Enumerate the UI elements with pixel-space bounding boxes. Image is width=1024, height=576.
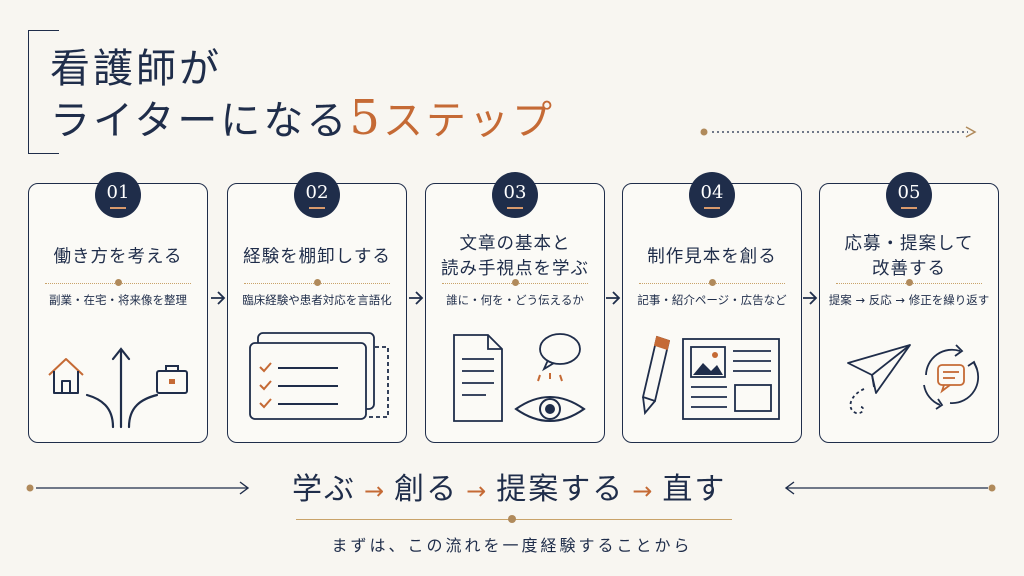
- step-subtitle: 副業・在宅・将来像を整理: [49, 293, 187, 307]
- title-line2-suffix: ステップ: [382, 98, 555, 144]
- flow-item: 創る: [394, 472, 459, 507]
- flow-arrow-left-line: [26, 481, 250, 495]
- checklist-cards-icon: [249, 332, 389, 420]
- step-title: 文章の基本と 読み手視点を学ぶ: [441, 234, 589, 279]
- footer-divider-dot: [508, 515, 516, 523]
- step-title: 働き方を考える: [53, 246, 183, 267]
- divider-dot: [511, 279, 519, 286]
- page-title-line1: 看護師が: [50, 46, 222, 92]
- page-title-line2: ライターになる5ステップ: [50, 88, 555, 146]
- arrow-right-icon: [803, 291, 818, 305]
- step-title: 経験を棚卸しする: [243, 246, 391, 267]
- divider-dot: [708, 279, 716, 286]
- flow-banner: 学ぶ→創る→提案する→直す: [0, 464, 1024, 512]
- step-title: 応募・提案して 改善する: [844, 234, 974, 279]
- flow-item: 直す: [662, 472, 727, 507]
- title-line2-prefix: ライターになる: [50, 98, 350, 144]
- arrow-right-icon: [211, 291, 226, 305]
- step-card-3: 03 文章の基本と 読み手視点を学ぶ 誰に・何を・どう伝えるか: [425, 172, 605, 443]
- article-layout-icon: [682, 338, 780, 420]
- step-card-1: 01 働き方を考える 副業・在宅・将来像を整理: [28, 172, 208, 443]
- briefcase-icon: [156, 365, 188, 394]
- step-card-4: 04 制作見本を創る 記事・紹介ページ・広告など: [622, 172, 802, 443]
- flow-arrow-right-line: [784, 481, 996, 495]
- flow-item: 学ぶ: [292, 472, 356, 507]
- divider-dot: [313, 279, 321, 286]
- step-number-badge: 03: [492, 172, 538, 218]
- step-number-badge: 02: [294, 172, 340, 218]
- flow-text: 学ぶ→創る→提案する→直す: [292, 464, 726, 508]
- step-number-badge: 05: [886, 172, 932, 218]
- step-number-badge: 01: [95, 172, 141, 218]
- title-number: 5: [349, 90, 383, 146]
- house-icon: [48, 358, 84, 394]
- cycle-chat-icon: [923, 344, 979, 410]
- step-card-2: 02 経験を棚卸しする 臨床経験や患者対応を言語化: [227, 172, 407, 443]
- step-subtitle: 記事・紹介ページ・広告など: [637, 293, 787, 307]
- step-title: 制作見本を創る: [647, 246, 777, 267]
- divider-dot: [905, 279, 913, 286]
- dotted-arrow-decoration: [700, 126, 977, 138]
- arrow-right-icon: [606, 291, 621, 305]
- step-subtitle: 臨床経験や患者対応を言語化: [242, 293, 392, 307]
- eye-icon: [514, 373, 586, 422]
- flow-arrow-icon: →: [364, 477, 387, 505]
- step-subtitle: 提案 → 反応 → 修正を繰り返す: [828, 293, 990, 307]
- step1-illustration: [48, 347, 188, 429]
- step5-illustration: [847, 344, 979, 415]
- step-number-badge: 04: [689, 172, 735, 218]
- footer-text: まずは、この流れを一度経験することから: [331, 536, 693, 555]
- branching-arrows-icon: [85, 347, 159, 429]
- paper-plane-icon: [847, 344, 911, 415]
- flow-item: 提案する: [496, 472, 625, 507]
- pen-icon: [641, 335, 671, 416]
- step-card-5: 05 応募・提案して 改善する 提案 → 反応 → 修正を繰り返す: [819, 172, 999, 443]
- step3-illustration: [453, 333, 586, 422]
- step4-illustration: [641, 335, 780, 420]
- document-icon: [453, 334, 503, 422]
- divider-dot: [114, 279, 122, 286]
- step-subtitle: 誰に・何を・どう伝えるか: [446, 293, 584, 307]
- flow-arrow-icon: →: [632, 477, 655, 505]
- speech-bubble-icon: [539, 333, 581, 372]
- title-bracket: [28, 30, 59, 154]
- arrow-right-icon: [409, 291, 424, 305]
- flow-arrow-icon: →: [466, 477, 489, 505]
